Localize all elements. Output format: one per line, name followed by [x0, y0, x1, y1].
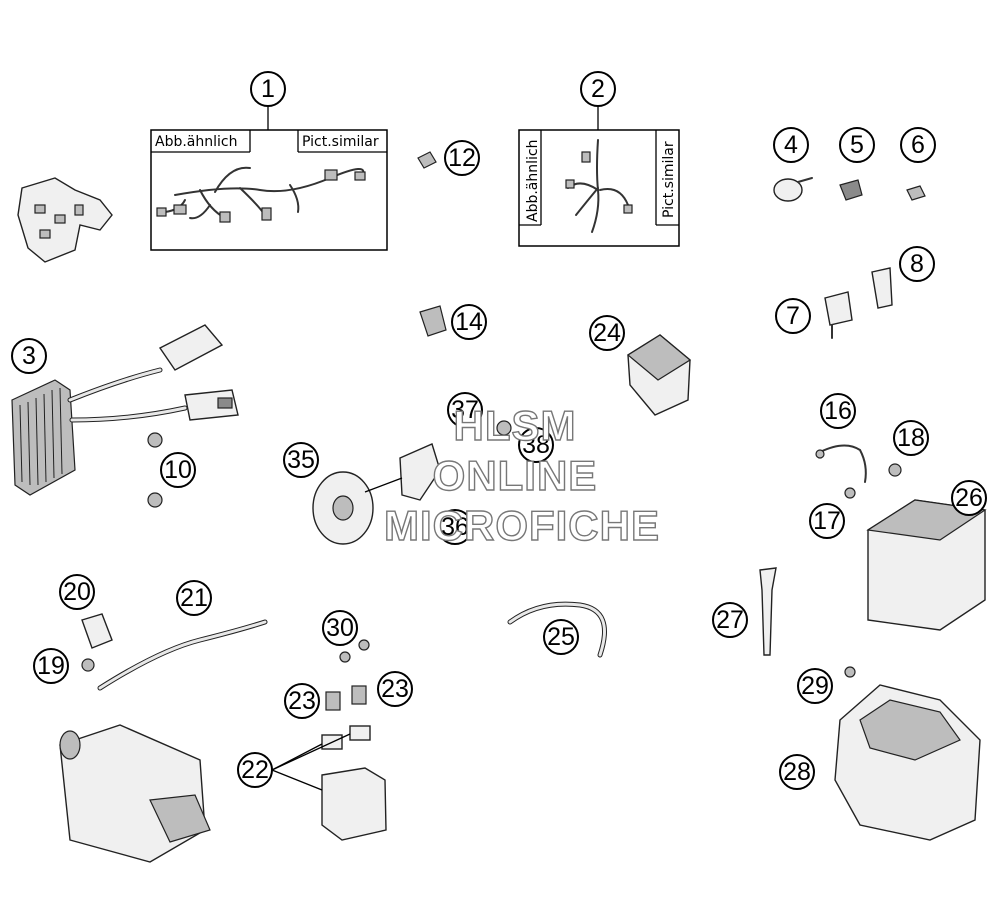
callout-7: 7 [786, 302, 800, 330]
starter-relay [271, 725, 387, 841]
relay-bracket [871, 267, 893, 309]
ground-cable [507, 601, 607, 658]
starter-motor [59, 724, 211, 863]
battery-strap [759, 567, 777, 656]
callout-10: 10 [164, 456, 192, 484]
watermark-line-1: HLSM [454, 402, 577, 449]
horn [312, 443, 441, 545]
bulb-part [417, 151, 437, 169]
watermark: HLSM ONLINE MICROFICHE [383, 401, 660, 549]
callout-28: 28 [783, 758, 811, 786]
relay [824, 291, 853, 339]
callout-35: 35 [287, 446, 315, 474]
harness-1-label-en: Pict.similar [302, 134, 379, 150]
callout-22: 22 [241, 756, 269, 784]
fuses [325, 685, 367, 711]
callout-17: 17 [813, 507, 841, 535]
harness-bracket [17, 177, 113, 263]
callout-30: 30 [326, 614, 354, 642]
sub-wiring-harness: Abb.ähnlich Pict.similar 2 [518, 71, 680, 247]
battery [866, 499, 987, 631]
callout-3: 3 [22, 342, 36, 370]
callout-6: 6 [911, 131, 925, 159]
terminal-cap [81, 613, 113, 649]
callout-18: 18 [897, 424, 925, 452]
regulator-screws [147, 432, 163, 508]
harness-1-wires [156, 166, 366, 223]
harness-1-label-de: Abb.ähnlich [155, 134, 237, 150]
callout-21: 21 [180, 584, 208, 612]
callout-23-left: 23 [288, 687, 316, 715]
callout-12: 12 [448, 144, 476, 172]
harness-2-label-de: Abb.ähnlich [525, 140, 541, 222]
callout-23-right: 23 [381, 675, 409, 703]
watermark-line-3: MICROFICHE [384, 502, 660, 549]
battery-box [834, 684, 981, 841]
callout-16: 16 [824, 397, 852, 425]
callout-8: 8 [910, 250, 924, 278]
callout-2: 2 [591, 75, 605, 103]
callout-14: 14 [455, 308, 483, 336]
callout-4: 4 [784, 131, 798, 159]
callout-26: 26 [955, 484, 983, 512]
battery-cable [815, 444, 867, 483]
watermark-line-2: ONLINE [433, 452, 598, 499]
callout-24: 24 [593, 319, 621, 347]
harness-2-wires [565, 139, 633, 233]
main-wiring-harness: Abb.ähnlich Pict.similar 1 [150, 71, 388, 251]
cable-tie [773, 177, 813, 202]
holder-clip [906, 185, 926, 201]
callout-29: 29 [801, 672, 829, 700]
callout-27: 27 [716, 606, 744, 634]
cable-clip [839, 179, 863, 201]
small-connector [419, 305, 447, 337]
harness-2-label-en: Pict.similar [661, 141, 677, 218]
callout-25: 25 [547, 623, 575, 651]
callout-19: 19 [37, 652, 65, 680]
callout-20: 20 [63, 578, 91, 606]
voltage-regulator [11, 324, 239, 496]
callout-36: 36 [441, 513, 469, 541]
callout-1: 1 [261, 75, 275, 103]
starter-cable [97, 619, 268, 691]
callout-38: 38 [522, 431, 550, 459]
callout-37: 37 [451, 396, 479, 424]
cdi-unit [626, 334, 692, 416]
callout-5: 5 [850, 131, 864, 159]
